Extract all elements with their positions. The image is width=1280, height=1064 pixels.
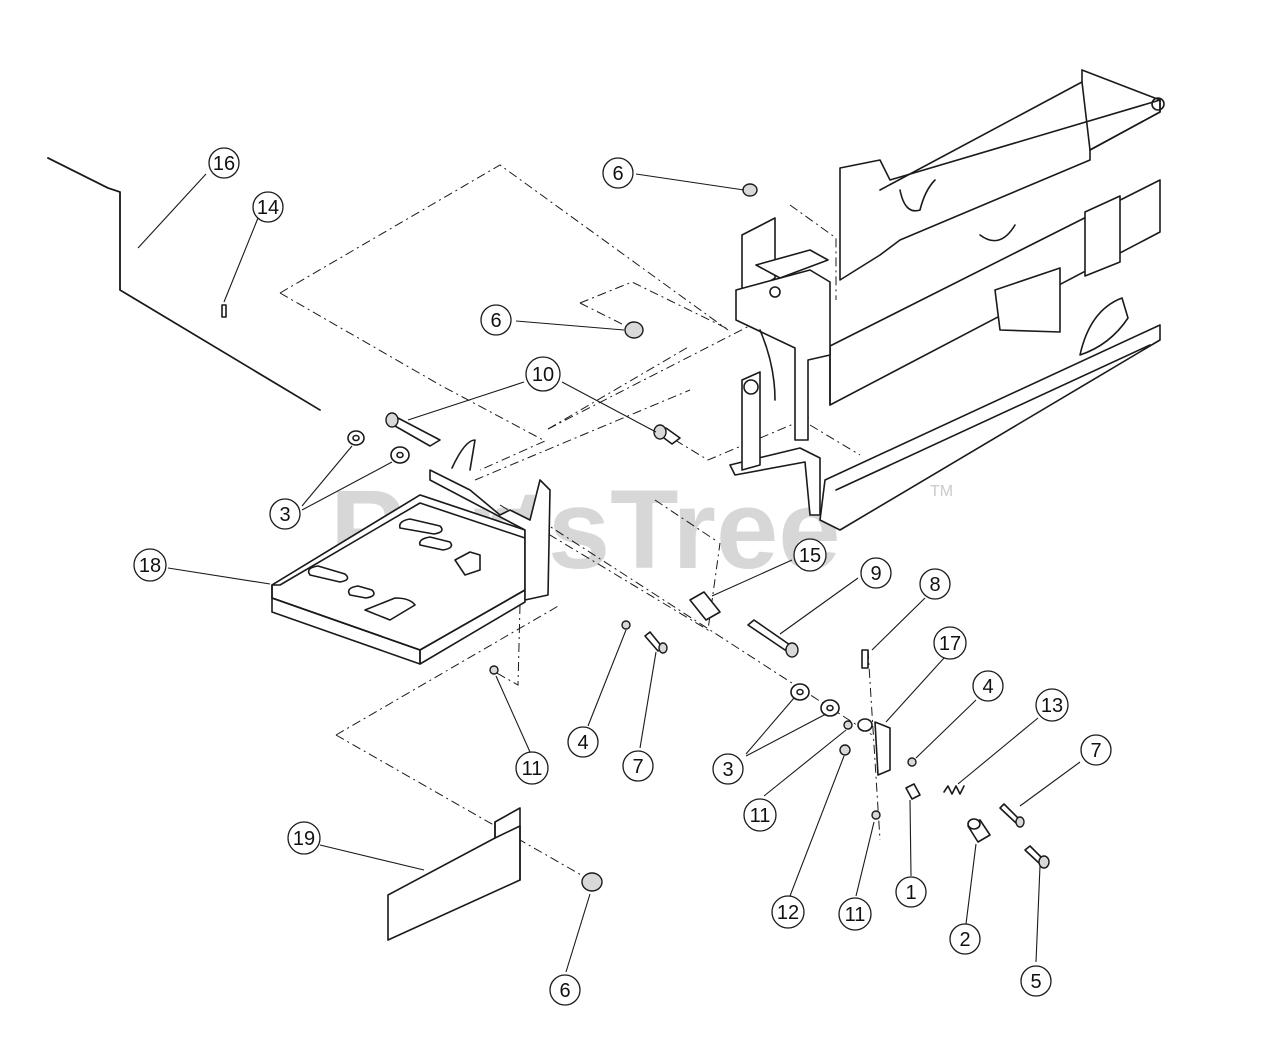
washer-3c [790, 683, 810, 701]
svg-text:11: 11 [522, 758, 543, 780]
svg-text:19: 19 [293, 828, 315, 850]
callout-11: 11 [515, 751, 549, 785]
svg-text:18: 18 [139, 555, 161, 577]
svg-text:15: 15 [799, 545, 821, 567]
pin-1 [905, 783, 921, 800]
svg-text:11: 11 [750, 805, 771, 827]
svg-text:16: 16 [213, 153, 235, 175]
callout-9: 9 [860, 557, 892, 589]
shield-plate [387, 807, 521, 941]
callout-7: 7 [622, 750, 654, 782]
svg-text:7: 7 [632, 756, 643, 778]
callout-16: 16 [208, 147, 240, 179]
svg-text:11: 11 [845, 904, 866, 926]
watermark-tm: TM [930, 483, 953, 500]
bolt-9 [747, 619, 791, 651]
callout-3: 3 [712, 753, 744, 785]
lock-4a [621, 620, 631, 630]
callout-14: 14 [252, 191, 284, 223]
svg-text:2: 2 [959, 929, 970, 951]
callout-4: 4 [567, 726, 599, 758]
hardware [347, 183, 1050, 892]
mounting-plate [271, 439, 551, 665]
nut-mid [624, 321, 644, 339]
callout-15: 15 [793, 538, 827, 572]
vertical-bracket [729, 217, 831, 516]
pin-8 [861, 649, 869, 669]
leader-lines [137, 173, 1081, 973]
lever-rod [47, 157, 321, 411]
nut-11c [871, 810, 881, 820]
lock-4b [907, 757, 917, 767]
svg-text:5: 5 [1030, 971, 1041, 993]
svg-text:17: 17 [939, 633, 961, 655]
nut-11b [843, 720, 853, 730]
callout-19: 19 [287, 821, 321, 855]
callout-6: 6 [549, 974, 581, 1006]
callout-10: 10 [525, 356, 561, 392]
svg-text:3: 3 [279, 504, 290, 526]
callout-5: 5 [1020, 965, 1052, 997]
nut-bottom [581, 872, 603, 892]
callout-18: 18 [133, 548, 167, 582]
bracket-17 [874, 721, 891, 776]
svg-text:6: 6 [490, 310, 501, 332]
callout-6: 6 [602, 157, 634, 189]
callout-2: 2 [949, 923, 981, 955]
svg-text:8: 8 [929, 574, 940, 596]
svg-text:7: 7 [1090, 740, 1101, 762]
nut-11a [489, 665, 499, 675]
callout-1: 1 [895, 876, 927, 908]
svg-text:6: 6 [559, 980, 570, 1002]
svg-text:1: 1 [905, 882, 916, 904]
svg-text:12: 12 [777, 902, 799, 924]
washer-3d [820, 699, 840, 717]
svg-text:4: 4 [577, 732, 588, 754]
callout-7: 7 [1080, 734, 1112, 766]
washer-3b [390, 446, 410, 464]
callout-6: 6 [480, 304, 512, 336]
callout-11: 11 [743, 798, 777, 832]
svg-text:4: 4 [982, 676, 993, 698]
svg-text:13: 13 [1041, 695, 1063, 717]
svg-text:14: 14 [257, 197, 279, 219]
nut-12 [839, 744, 851, 756]
callout-3: 3 [269, 498, 301, 530]
callout-13: 13 [1035, 688, 1069, 722]
spacer-15 [689, 591, 721, 621]
frame-assembly [819, 69, 1165, 531]
spring-13 [943, 785, 965, 795]
svg-text:10: 10 [532, 364, 554, 386]
washer-3a [347, 430, 365, 446]
callout-12: 12 [771, 895, 805, 929]
callout-11: 11 [838, 897, 872, 931]
svg-text:9: 9 [870, 563, 881, 585]
svg-text:3: 3 [722, 759, 733, 781]
nut-top [742, 183, 758, 197]
callout-4: 4 [972, 670, 1004, 702]
callout-17: 17 [933, 626, 967, 660]
svg-text:6: 6 [612, 163, 623, 185]
callout-8: 8 [919, 568, 951, 600]
